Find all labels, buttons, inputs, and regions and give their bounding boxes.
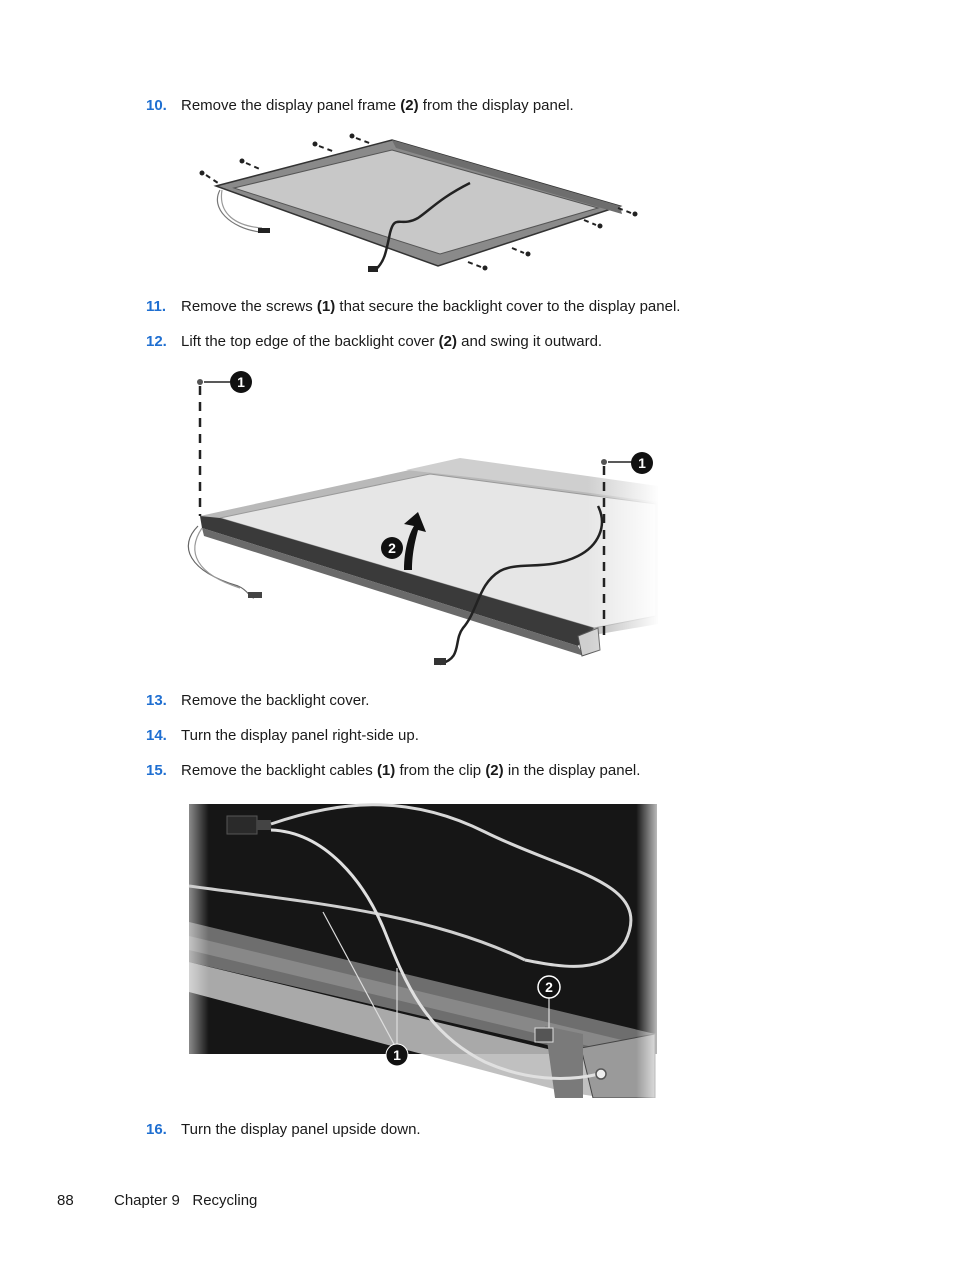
step-text: Lift the top edge of the backlight cover… bbox=[181, 333, 603, 350]
page-number: 88 bbox=[57, 1192, 74, 1209]
step-number: 14. bbox=[146, 727, 167, 744]
step-14: 14. Turn the display panel right-side up. bbox=[146, 727, 419, 745]
step-number: 13. bbox=[146, 692, 167, 709]
step-text: Turn the display panel right-side up. bbox=[181, 727, 419, 744]
callout-2: 2 bbox=[545, 979, 553, 995]
step-number: 16. bbox=[146, 1121, 167, 1138]
backlight-cables-figure: 1 2 bbox=[185, 802, 660, 1098]
callout-1: 1 bbox=[393, 1047, 401, 1063]
step-12: 12. Lift the top edge of the backlight co… bbox=[146, 333, 602, 351]
step-number: 10. bbox=[146, 97, 167, 114]
step-16: 16. Turn the display panel upside down. bbox=[146, 1121, 421, 1139]
step-11: 11. Remove the screws (1) that secure the… bbox=[146, 298, 680, 316]
step-text: Remove the screws (1) that secure the ba… bbox=[181, 298, 681, 315]
step-number: 15. bbox=[146, 762, 167, 779]
step-number: 11. bbox=[146, 298, 167, 315]
step-text: Turn the display panel upside down. bbox=[181, 1121, 421, 1138]
step-15: 15. Remove the backlight cables (1) from … bbox=[146, 762, 640, 780]
chapter-title: Chapter 9 Recycling bbox=[114, 1192, 258, 1209]
step-10: 10. Remove the display panel frame (2) fr… bbox=[146, 97, 574, 115]
step-text: Remove the backlight cables (1) from the… bbox=[181, 762, 641, 779]
step-number: 12. bbox=[146, 333, 167, 350]
callout-1: 1 bbox=[638, 455, 646, 471]
callout-2: 2 bbox=[388, 540, 396, 556]
step-text: Remove the backlight cover. bbox=[181, 692, 370, 709]
display-frame-figure bbox=[199, 133, 638, 272]
callout-1: 1 bbox=[237, 374, 245, 390]
step-text: Remove the display panel frame (2) from … bbox=[181, 97, 574, 114]
step-13: 13. Remove the backlight cover. bbox=[146, 692, 369, 710]
backlight-cover-figure: 1 1 2 bbox=[178, 366, 660, 674]
